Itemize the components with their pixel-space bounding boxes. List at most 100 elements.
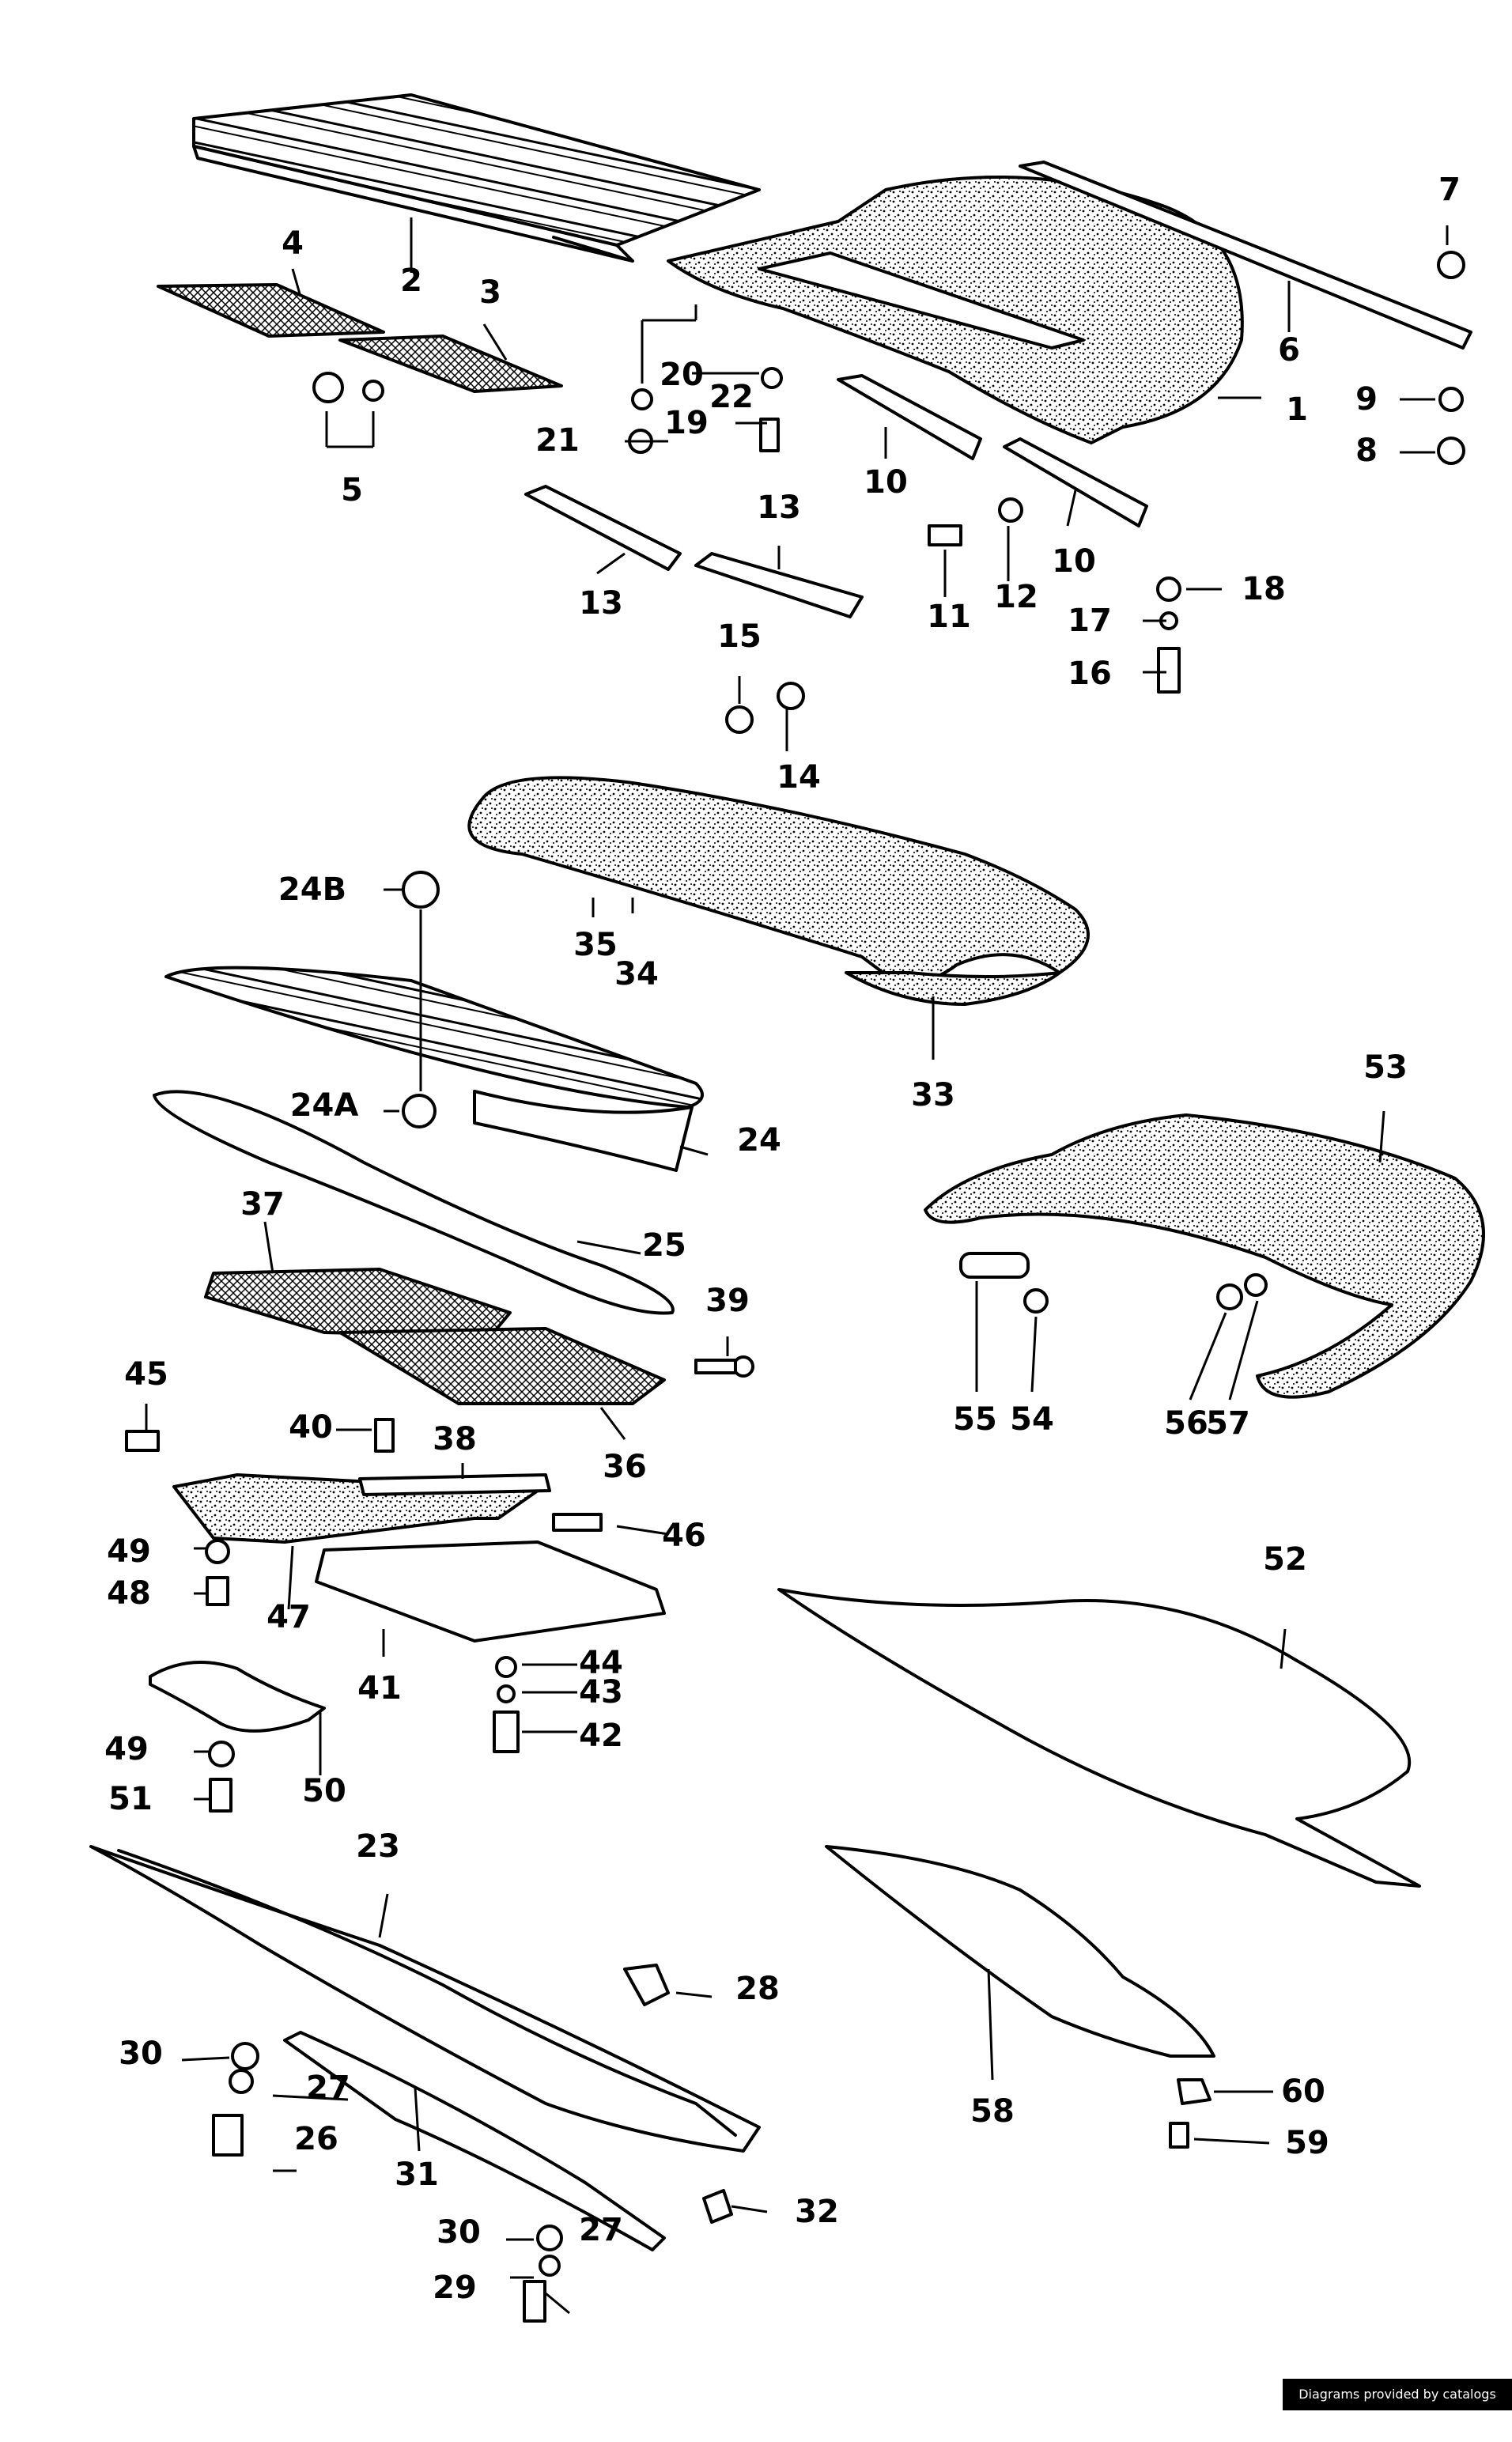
callout-50: 50: [302, 1773, 346, 1809]
part-bracket-10b: [1003, 437, 1148, 527]
callout-60: 60: [1281, 2073, 1325, 2110]
part-mat-3: [338, 335, 563, 393]
callout-15: 15: [717, 618, 762, 655]
part-rear-lid: [777, 1588, 1421, 1888]
callout-24: 24: [737, 1122, 781, 1159]
callout-20: 20: [660, 357, 704, 393]
callout-36: 36: [603, 1449, 647, 1485]
part-nut-56: [1216, 1283, 1243, 1310]
part-bracket-13a: [524, 485, 682, 571]
callout-33: 33: [911, 1077, 955, 1113]
callout-38: 38: [433, 1421, 477, 1457]
part-frame-41: [315, 1540, 666, 1642]
part-bulkhead-pad: [467, 776, 1090, 985]
callout-54: 54: [1010, 1401, 1054, 1438]
part-grommet-24a: [402, 1094, 437, 1128]
part-screw-54: [1023, 1288, 1049, 1314]
callout-17: 17: [1068, 603, 1112, 639]
callout-37: 37: [240, 1186, 285, 1223]
callout-45: 45: [124, 1356, 168, 1393]
callout-43: 43: [579, 1674, 623, 1711]
part-rear-pad: [924, 1113, 1485, 1399]
callout-39: 39: [705, 1283, 750, 1319]
callout-40: 40: [289, 1409, 333, 1446]
callout-24b: 24B: [278, 871, 347, 908]
callout-16: 16: [1068, 656, 1112, 692]
callout-8: 8: [1355, 433, 1378, 469]
callout-3: 3: [479, 274, 501, 311]
part-plug-24b: [402, 871, 440, 909]
callout-28: 28: [735, 1971, 780, 2007]
callout-23: 23: [356, 1828, 400, 1865]
part-bar-38: [358, 1473, 551, 1496]
callout-10-b: 10: [1052, 543, 1096, 580]
callout-27-b: 27: [579, 2212, 623, 2248]
callout-35: 35: [573, 927, 618, 963]
callout-7: 7: [1438, 172, 1461, 208]
callout-31: 31: [395, 2157, 439, 2193]
callout-25: 25: [642, 1227, 686, 1264]
callout-24a: 24A: [289, 1087, 359, 1124]
callout-13-a: 13: [579, 585, 623, 622]
part-trim-strip: [1019, 161, 1472, 350]
callout-21: 21: [535, 422, 580, 459]
part-bulkhead-panel: [164, 966, 704, 1172]
callout-34: 34: [614, 956, 659, 992]
callout-51: 51: [108, 1781, 153, 1817]
part-liner-58: [825, 1845, 1215, 2058]
callout-27-a: 27: [306, 2070, 350, 2106]
callout-13-b: 13: [757, 490, 801, 526]
part-mesh-panel-37: [204, 1268, 512, 1338]
callout-49-a: 49: [107, 1533, 151, 1570]
callout-44: 44: [579, 1645, 623, 1681]
callout-22: 22: [709, 379, 754, 415]
callout-58: 58: [970, 2093, 1015, 2130]
callout-32: 32: [795, 2194, 839, 2230]
part-seal: [153, 1090, 675, 1315]
callout-52: 52: [1263, 1541, 1307, 1578]
callout-30-b: 30: [437, 2214, 481, 2251]
part-mesh-panel-36: [338, 1327, 666, 1405]
callout-26: 26: [294, 2121, 338, 2157]
callout-12: 12: [994, 579, 1038, 615]
fasteners-middle: [125, 1355, 754, 1813]
callout-30-a: 30: [119, 2036, 163, 2072]
callout-46: 46: [662, 1518, 706, 1554]
part-bracket-13b: [694, 552, 864, 618]
part-plug-b: [362, 380, 384, 402]
callout-48: 48: [107, 1575, 151, 1612]
callout-57: 57: [1206, 1405, 1250, 1442]
callout-41: 41: [357, 1670, 402, 1707]
callout-11: 11: [927, 599, 971, 635]
fasteners-top: [628, 251, 1465, 734]
callout-56: 56: [1164, 1405, 1208, 1442]
callout-59: 59: [1285, 2125, 1329, 2161]
callout-42: 42: [579, 1718, 623, 1754]
callout-9: 9: [1355, 381, 1378, 418]
callout-5: 5: [341, 472, 363, 508]
part-gasket-23: [89, 1845, 761, 2153]
part-bracket-10a: [837, 374, 982, 460]
leader-lines: [145, 217, 1449, 2315]
part-strip-31: [283, 2031, 666, 2251]
part-floor-panel: [192, 93, 761, 263]
credit-badge: Diagrams provided by catalogs parts: [1283, 2379, 1512, 2433]
callout-1: 1: [1286, 391, 1308, 428]
callout-47: 47: [266, 1599, 311, 1635]
callout-49-b: 49: [104, 1731, 149, 1767]
callout-10-a: 10: [864, 464, 908, 501]
callout-6: 6: [1278, 332, 1300, 369]
fasteners-bottom: [212, 1964, 1211, 2323]
callout-2: 2: [400, 263, 422, 299]
part-plug-a: [312, 372, 344, 403]
callout-19: 19: [664, 405, 709, 441]
callout-29: 29: [433, 2270, 477, 2306]
part-mat-4: [157, 283, 385, 338]
part-pad-55: [959, 1252, 1030, 1279]
part-bracket-50: [149, 1661, 326, 1733]
callout-53: 53: [1363, 1049, 1408, 1086]
callout-18: 18: [1242, 571, 1286, 607]
part-washer-57: [1244, 1273, 1268, 1297]
